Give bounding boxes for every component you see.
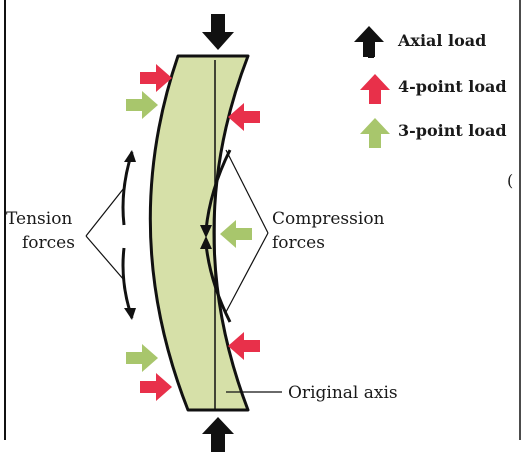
tension-arrows	[121, 150, 136, 320]
three-point-arrow-top-left	[126, 91, 158, 119]
cropped-edge-mark: (	[507, 171, 513, 190]
compression-label-line2: forces	[272, 233, 325, 253]
compression-arrows	[200, 149, 232, 323]
axial-load-arrow-bottom	[202, 417, 234, 452]
tension-label-line2: forces	[22, 233, 75, 253]
legend: Axial load 4-point load 3-point load	[354, 26, 507, 148]
four-point-arrow-bottom-right	[228, 332, 260, 360]
legend-four-point-icon	[360, 74, 390, 104]
tension-pointer-lines	[85, 187, 125, 281]
legend-three-point-icon	[360, 118, 390, 148]
three-point-arrow-middle-right	[220, 220, 252, 248]
compression-label-line1: Compression	[272, 209, 385, 229]
four-point-arrow-top-right	[228, 103, 260, 131]
legend-three-point-label: 3-point load	[398, 121, 507, 140]
legend-axial-icon	[354, 26, 384, 58]
compression-pointer-lines	[225, 149, 269, 313]
legend-four-point-label: 4-point load	[398, 77, 507, 96]
four-point-arrow-top-left	[140, 64, 172, 92]
original-axis-label: Original axis	[288, 383, 398, 403]
axial-load-arrow-top	[202, 14, 234, 50]
legend-axial-label: Axial load	[397, 31, 486, 50]
tension-label-line1: Tension	[6, 209, 72, 229]
three-point-arrow-bottom-left	[126, 344, 158, 372]
four-point-arrow-bottom-left	[140, 373, 172, 401]
curved-beam	[148, 54, 250, 412]
